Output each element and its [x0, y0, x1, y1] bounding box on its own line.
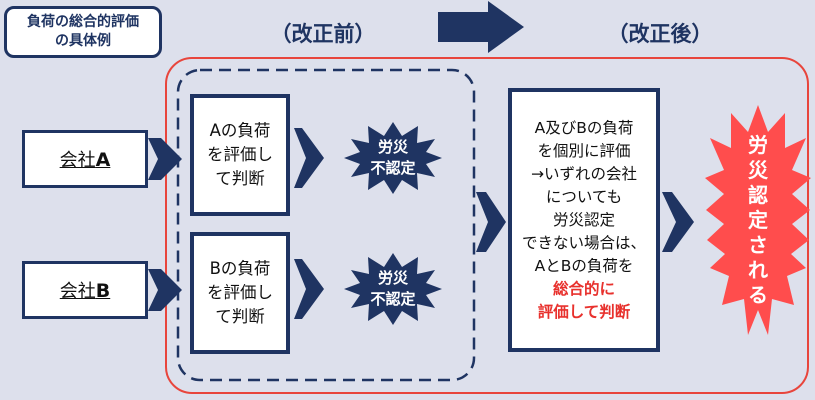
- before-frame: [176, 68, 476, 382]
- result-label: 労 災 認 定 さ れ る: [748, 133, 768, 307]
- example-tag-line2: の具体例: [55, 33, 111, 49]
- result-burst: [705, 105, 811, 335]
- highlight-line2: 評価して判断: [537, 302, 631, 321]
- arrow-box-b: [294, 259, 324, 319]
- heading-before: （改正前）: [270, 22, 376, 46]
- after-frame: [165, 57, 809, 394]
- arrow-to-result: [662, 192, 694, 252]
- heading-after: （改正後）: [607, 22, 713, 46]
- transition-arrow: [438, 1, 524, 53]
- arrow-company-b: [148, 269, 182, 311]
- burst-a-label: 労災 不認定: [370, 138, 416, 177]
- evaluate-a-box: Aの負荷 を評価し て判断: [190, 94, 290, 216]
- arrow-company-a: [148, 138, 182, 180]
- highlight-line1: 総合的に: [552, 279, 615, 298]
- company-b-label: 会社B: [59, 280, 111, 302]
- company-b-box: 会社B: [22, 261, 148, 319]
- example-tag-line1: 負荷の総合的評価: [27, 14, 139, 30]
- arrow-to-after: [476, 192, 506, 252]
- company-a-box: 会社A: [22, 130, 148, 188]
- example-tag: 負荷の総合的評価 の具体例: [4, 6, 162, 58]
- arrow-box-a: [294, 128, 324, 188]
- burst-b-label: 労災 不認定: [370, 269, 416, 308]
- evaluate-b-box: Bの負荷 を評価し て判断: [190, 232, 290, 354]
- burst-a: [344, 122, 442, 194]
- burst-b: [344, 253, 442, 325]
- after-evaluation-box: A及びBの負荷 を個別に評価 →いずれの会社 についても 労災認定 できない場合…: [508, 88, 660, 352]
- company-a-label: 会社A: [59, 149, 111, 171]
